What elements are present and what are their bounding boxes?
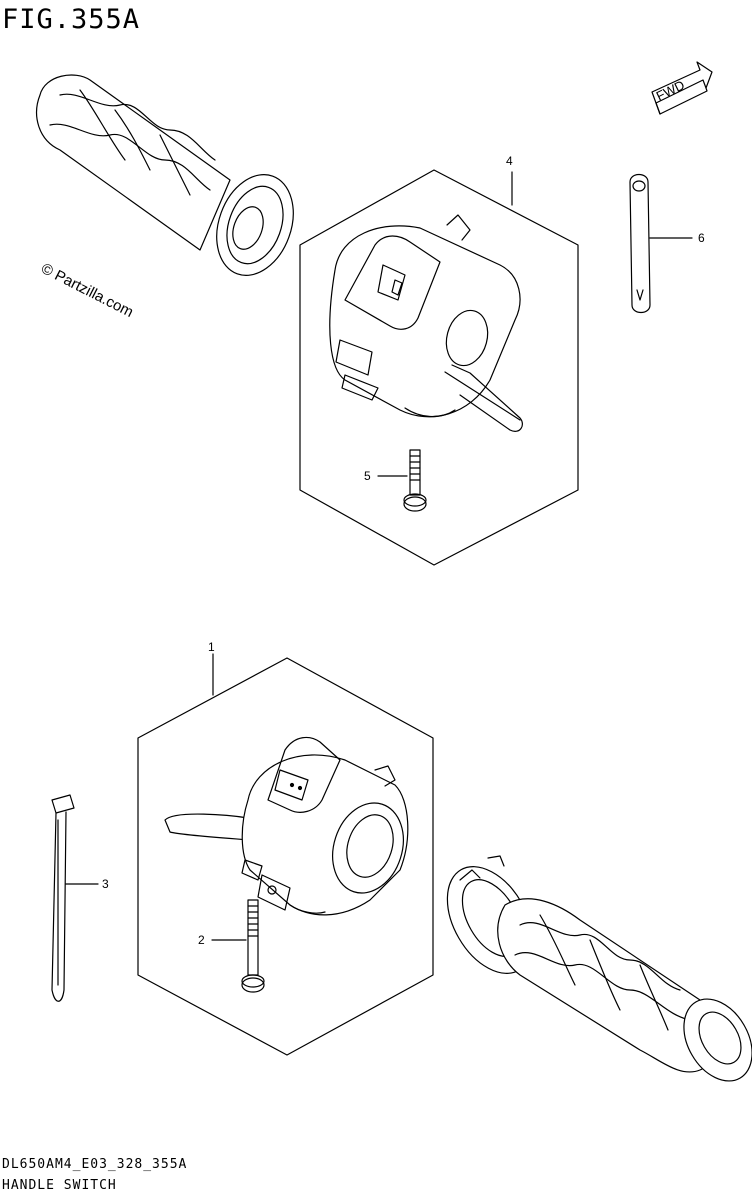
assembly-outline-lower [138,658,433,1055]
screw-5 [378,450,426,511]
band-6 [630,175,692,313]
right-handle-switch [330,215,523,431]
figure-title: FIG.355A [2,4,141,35]
figure-code: DL650AM4_E03_328_355A [2,1157,188,1172]
figure-name: HANDLE SWITCH [2,1178,117,1193]
left-grip-top [37,75,307,286]
callout-label-2: 2 [198,933,205,947]
assembly-outline-upper [300,170,578,565]
right-grip-bottom [430,852,752,1093]
callout-label-6: 6 [698,231,705,245]
callout-label-1: 1 [208,640,215,654]
callout-label-4: 4 [506,154,513,168]
left-handle-switch [165,737,415,914]
fwd-arrow-icon: FWD [652,62,712,114]
callout-label-5: 5 [364,469,371,483]
fwd-label: FWD [654,77,687,103]
cable-tie-3 [52,795,98,1001]
callout-label-3: 3 [102,877,109,891]
screw-2 [212,900,264,992]
